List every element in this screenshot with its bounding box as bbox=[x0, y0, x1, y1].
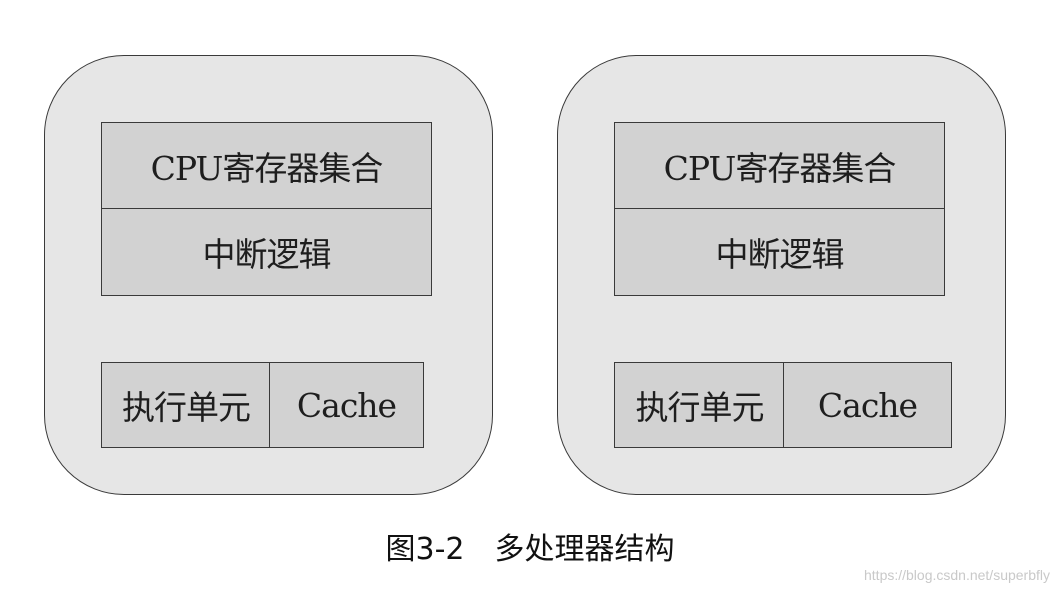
cache-block: Cache bbox=[783, 362, 952, 448]
cpu-box-1: CPU寄存器集合 中断逻辑 执行单元 Cache bbox=[44, 55, 493, 495]
cpu-box-2: CPU寄存器集合 中断逻辑 执行单元 Cache bbox=[557, 55, 1006, 495]
cpu-register-set-block: CPU寄存器集合 bbox=[101, 122, 432, 210]
cpu-register-set-block: CPU寄存器集合 bbox=[614, 122, 945, 210]
figure-caption: 图3-2 多处理器结构 bbox=[385, 532, 675, 567]
execution-unit-block: 执行单元 bbox=[614, 362, 785, 448]
execution-unit-block: 执行单元 bbox=[101, 362, 271, 448]
cache-block: Cache bbox=[269, 362, 424, 448]
interrupt-logic-block: 中断逻辑 bbox=[101, 208, 432, 296]
watermark: https://blog.csdn.net/superbfly bbox=[864, 567, 1050, 583]
interrupt-logic-block: 中断逻辑 bbox=[614, 208, 945, 296]
